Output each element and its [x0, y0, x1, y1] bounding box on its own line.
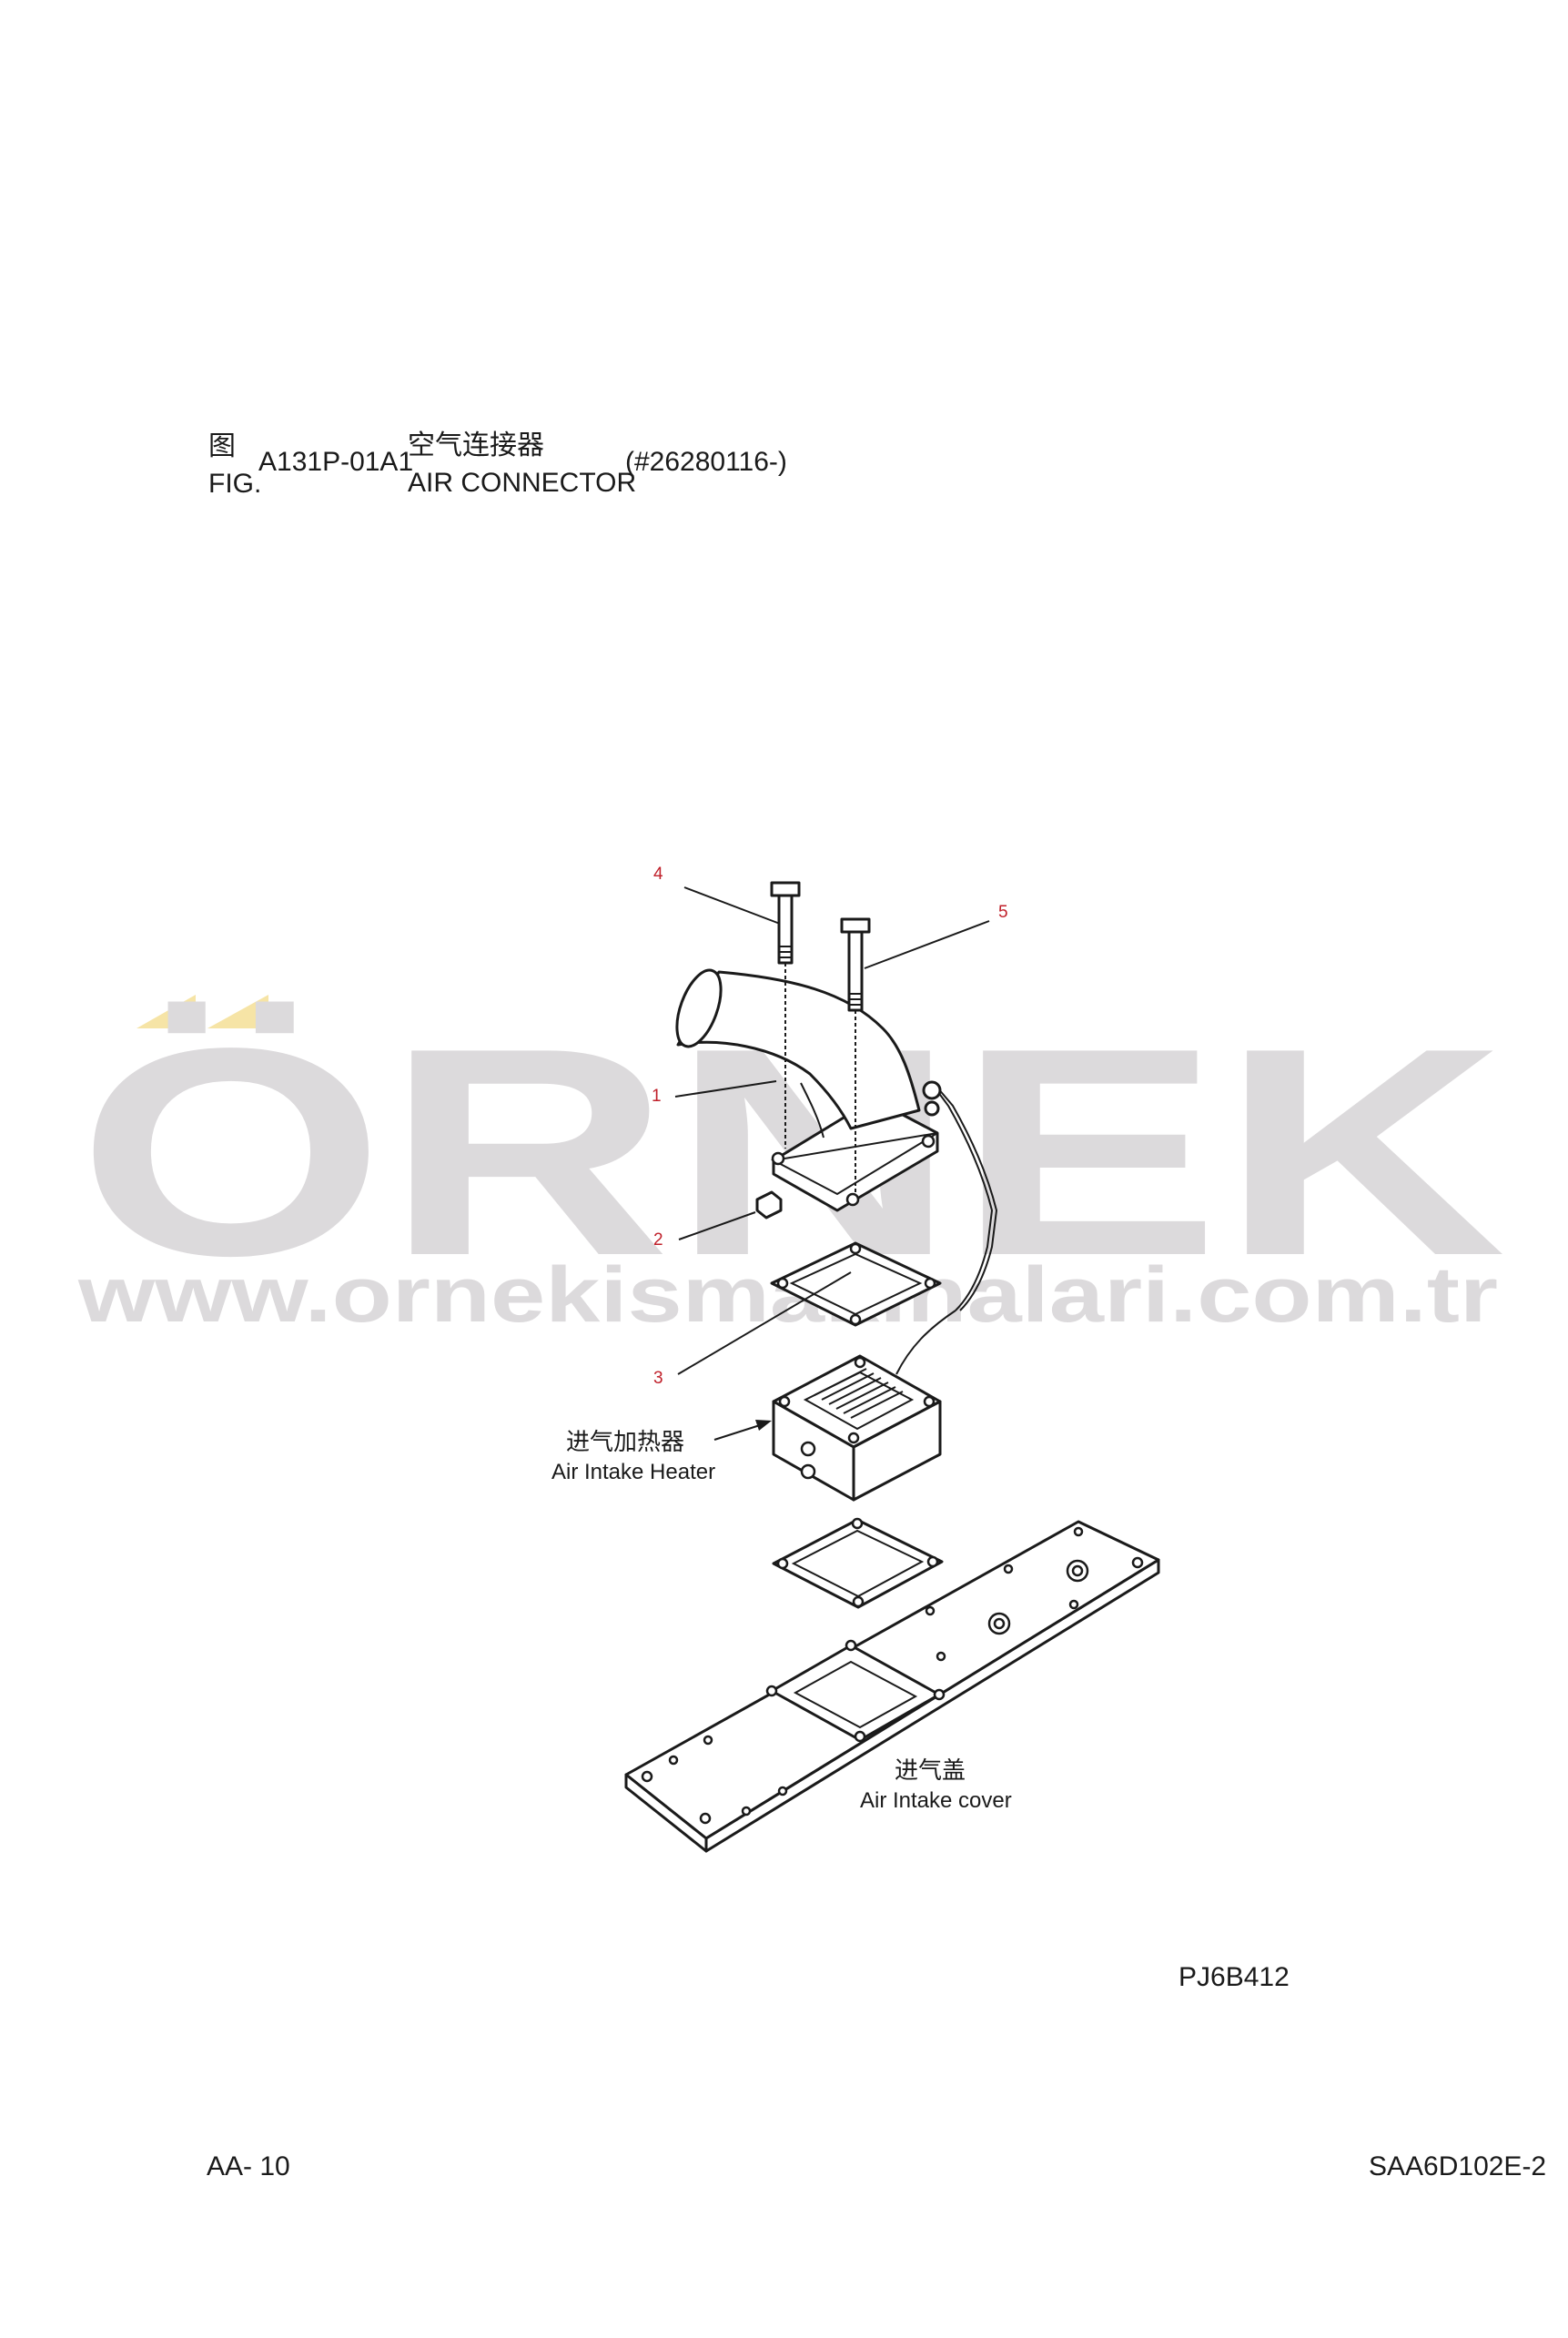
model-code: SAA6D102E-2: [1369, 2151, 1547, 2181]
fig-number: A131P-01A1: [258, 447, 414, 477]
leader-3: [677, 1271, 852, 1375]
callout-2: 2: [653, 1230, 663, 1250]
title-en: AIR CONNECTOR: [408, 468, 637, 498]
heater-label-cn: 进气加热器: [566, 1428, 685, 1455]
lower-gasket: [772, 1517, 944, 1609]
bolt-5: [840, 917, 871, 1192]
leader-4: [683, 886, 781, 925]
leader-2: [678, 1211, 756, 1240]
leader-1: [674, 1080, 777, 1098]
air-intake-heater: [772, 1310, 956, 1502]
drawing-code: PJ6B412: [1179, 1962, 1290, 1992]
watermark-url: www.ornekismakinalari.com.tr: [77, 1251, 1498, 1339]
callout-4: 4: [653, 865, 663, 884]
leader-5: [864, 920, 990, 969]
callout-5: 5: [998, 903, 1008, 922]
watermark-accent-right: [207, 995, 268, 1028]
arrow-heater: [755, 1420, 772, 1431]
title-cn: 空气连接器: [408, 430, 544, 461]
air-connector-elbow: [675, 968, 942, 1212]
heater-label-en: Air Intake Heater: [551, 1460, 716, 1484]
serial-range: (#26280116-): [625, 447, 787, 477]
page-number: AA- 10: [207, 2151, 290, 2181]
fig-label-en: FIG.: [208, 469, 262, 499]
air-intake-cover: [624, 1520, 1160, 1853]
upper-gasket: [770, 1241, 942, 1327]
callout-1: 1: [652, 1087, 662, 1106]
cover-label-cn: 进气盖: [895, 1756, 966, 1784]
cover-label-en: Air Intake cover: [860, 1788, 1012, 1813]
callout-3: 3: [653, 1369, 663, 1388]
leader-heater: [713, 1424, 761, 1441]
nut-2: [755, 1190, 783, 1220]
watermark-accent-left: [137, 995, 196, 1028]
heater-wire: [932, 1084, 994, 1311]
bolt-4: [770, 881, 801, 1149]
fig-label-cn: 图: [208, 431, 236, 461]
